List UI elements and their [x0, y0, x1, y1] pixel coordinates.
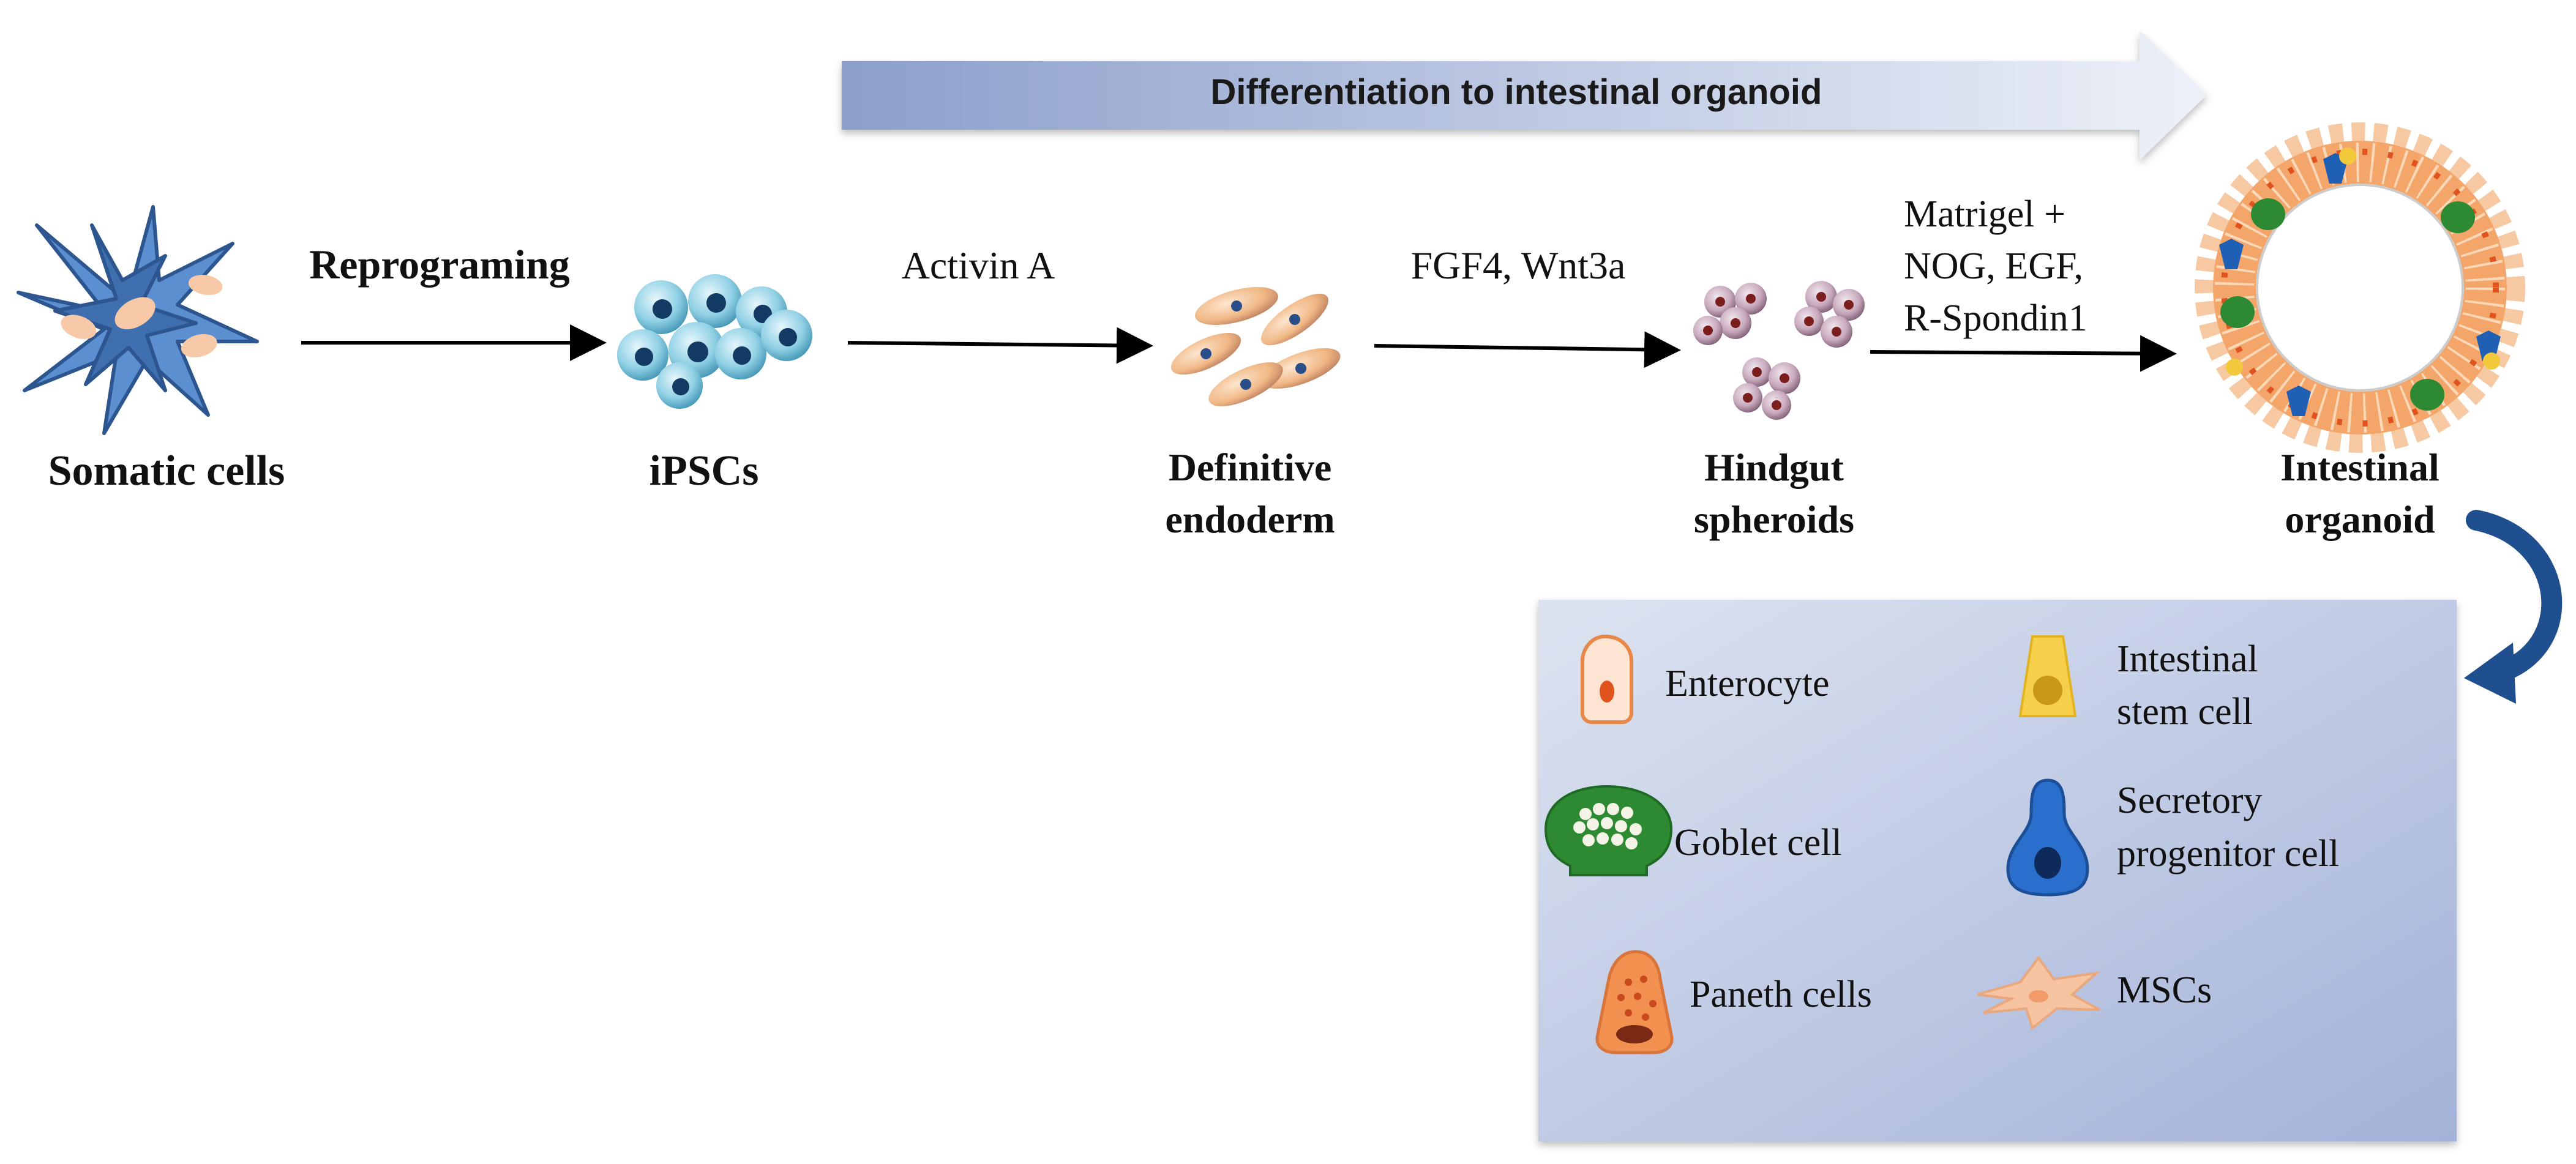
endoderm-cell: [1170, 332, 1241, 375]
endoderm-cell: [1261, 293, 1328, 346]
organoid-goblet-cell: [2220, 296, 2255, 328]
organoid-secretory-cell: [2219, 239, 2244, 269]
curved-arrow-to-legend: [2464, 510, 2563, 704]
label-somatic-cells: Somatic cells: [48, 447, 285, 494]
endoderm-cell: [1261, 348, 1341, 389]
label-activin-a: Activin A: [902, 244, 1055, 287]
label-matrigel-line2: NOG, EGF,: [1904, 245, 2083, 287]
legend-stem-line1: Intestinal: [2117, 638, 2258, 680]
intestinal-stem-cell-icon: [2018, 635, 2077, 717]
goblet-cell-icon: [1544, 785, 1673, 876]
organoid-stem-cell: [2339, 147, 2356, 165]
paneth-cell-icon: [1595, 950, 1674, 1054]
enterocyte-icon: [1581, 634, 1633, 724]
somatic-nucleus: [188, 275, 223, 296]
ipsc-cell: [634, 280, 688, 334]
label-reprogramming: Reprograming: [309, 241, 570, 288]
banner-title: Differentiation to intestinal organoid: [1211, 72, 1822, 112]
ipsc-cell: [761, 310, 812, 361]
legend-secretory-line2: progenitor cell: [2117, 833, 2339, 875]
somatic-nucleus: [61, 315, 97, 339]
label-organoid-line1: Intestinal: [2280, 446, 2439, 489]
banner-arrow: [842, 31, 2207, 160]
arrow-activin: [847, 327, 1153, 364]
label-ipscs: iPSCs: [650, 447, 759, 494]
label-endoderm-line2: endoderm: [1165, 498, 1335, 541]
legend-secretory-line1: Secretory: [2117, 780, 2263, 821]
organoid-goblet-cell: [2441, 201, 2475, 233]
legend: Enterocyte Intestinal stem cell Goblet c…: [1538, 600, 2457, 1141]
label-matrigel-line3: R-Spondin1: [1904, 297, 2087, 339]
arrow-matrigel: [1870, 335, 2177, 372]
secretory-progenitor-cell-icon: [2006, 778, 2089, 897]
label-organoid-line2: organoid: [2285, 498, 2435, 541]
legend-msc-label: MSCs: [2117, 969, 2212, 1011]
endoderm-cell: [1195, 287, 1278, 325]
somatic-nucleus: [181, 334, 217, 357]
spheroid: [1693, 283, 1767, 345]
organoid-lumen: [2256, 184, 2464, 392]
arrow-fgf: [1374, 331, 1681, 368]
somatic-cells-icon: [17, 205, 259, 435]
ipsc-cell: [715, 328, 766, 379]
organoid-goblet-cell: [2410, 379, 2444, 411]
label-hindgut-line1: Hindgut: [1704, 446, 1844, 489]
legend-enterocyte-label: Enterocyte: [1665, 663, 1830, 704]
legend-box: [1538, 600, 2457, 1141]
legend-stem-line2: stem cell: [2117, 691, 2253, 733]
endoderm-cell: [1208, 362, 1283, 406]
intestinal-organoid-icon: [2195, 122, 2525, 453]
organoid-msc-ring: [2195, 122, 2525, 453]
somatic-nucleus: [114, 297, 155, 330]
organoid-secretory-cell: [2286, 386, 2311, 416]
label-hindgut-line2: spheroids: [1694, 498, 1854, 541]
label-matrigel-line1: Matrigel +: [1904, 193, 2065, 235]
organoid-goblet-cell: [2251, 198, 2285, 230]
spheroid: [1794, 281, 1865, 348]
legend-paneth-label: Paneth cells: [1690, 974, 1872, 1015]
organoid-nuclei: [2221, 149, 2499, 427]
ipscs-icon: [617, 274, 812, 409]
organoid-stem-cell: [2483, 353, 2500, 370]
differentiation-banner: Differentiation to intestinal organoid: [842, 31, 2207, 160]
label-endoderm-line1: Definitive: [1169, 446, 1332, 489]
ipsc-cell: [688, 274, 742, 328]
organoid-epithelium-stripes: [2215, 143, 2505, 433]
spheroid: [1733, 357, 1800, 420]
hindgut-spheroids-icon: [1693, 281, 1865, 420]
msc-icon: [1977, 955, 2101, 1031]
legend-goblet-label: Goblet cell: [1674, 822, 1842, 864]
label-fgf4-wnt3a: FGF4, Wnt3a: [1411, 244, 1626, 287]
organoid-stem-cell: [2226, 359, 2243, 376]
endoderm-icon: [1170, 287, 1341, 406]
ipsc-cell: [617, 329, 668, 381]
ipsc-cell: [656, 362, 703, 409]
